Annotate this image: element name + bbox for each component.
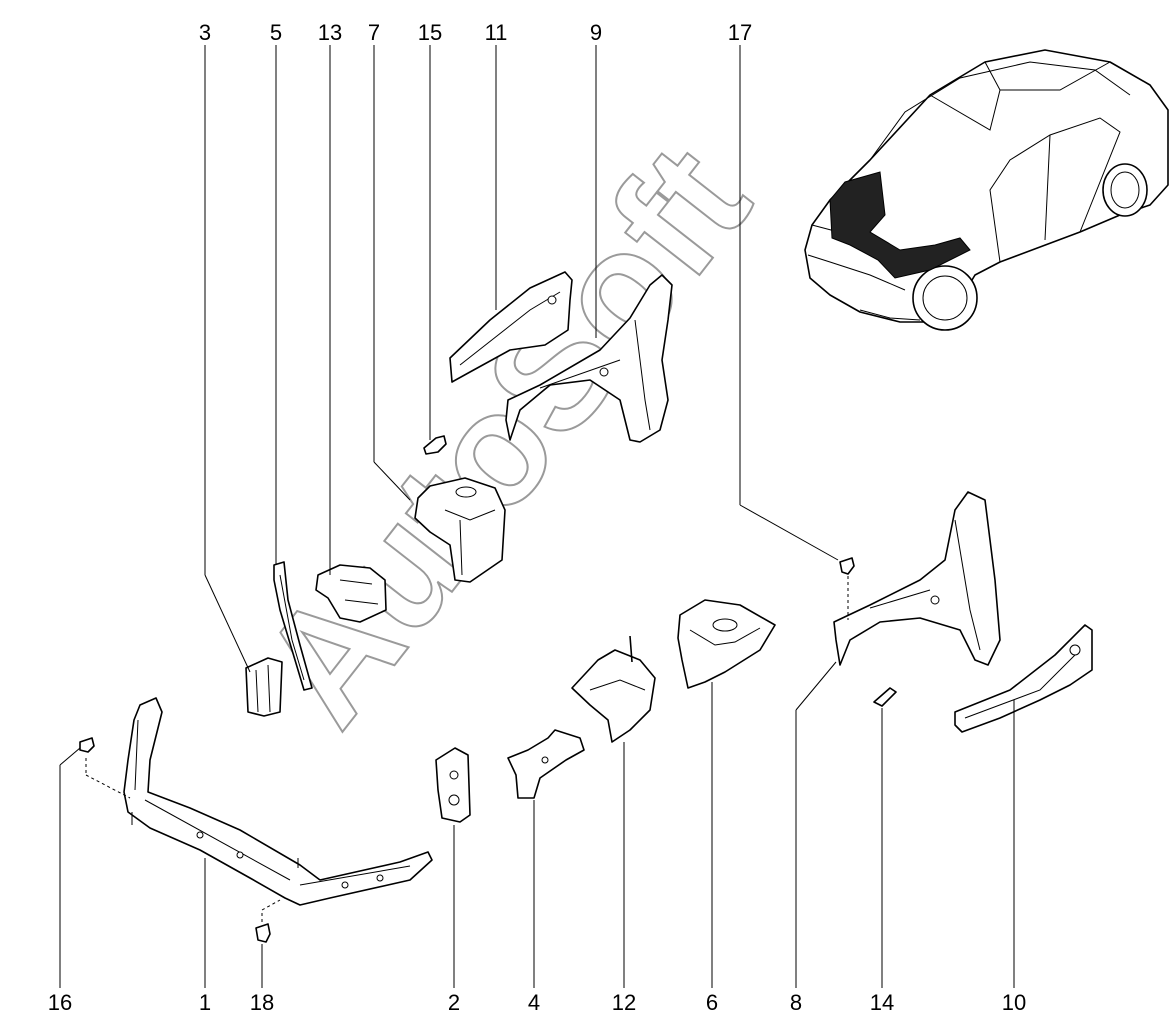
- callout-12: 12: [612, 990, 636, 1015]
- part-8-right-apron: [833, 491, 1001, 666]
- callout-8: 8: [790, 990, 802, 1015]
- callout-2: 2: [448, 990, 460, 1015]
- part-10-right-rail: [954, 624, 1093, 733]
- callout-5: 5: [270, 20, 282, 45]
- callout-16: 16: [48, 990, 72, 1015]
- callout-6: 6: [706, 990, 718, 1015]
- part-5-strut: [273, 561, 313, 691]
- callout-10: 10: [1002, 990, 1026, 1015]
- callout-13: 13: [318, 20, 342, 45]
- bolt-17: [839, 557, 855, 575]
- part-14-clip: [873, 687, 897, 707]
- part-12-battery-tray: [571, 635, 656, 743]
- part-1-front-crossmember: [123, 697, 433, 906]
- part-6-strut-tower: [677, 599, 776, 689]
- callout-14: 14: [870, 990, 894, 1015]
- callout-9: 9: [590, 20, 602, 45]
- part-4-bracket: [507, 729, 585, 799]
- part-2-bracket: [435, 747, 471, 823]
- part-15-clip: [423, 435, 447, 455]
- callout-7: 7: [368, 20, 380, 45]
- callout-15: 15: [418, 20, 442, 45]
- car-overview: [804, 49, 1169, 331]
- part-7-strut-tower: [414, 477, 506, 583]
- part-13-bracket: [315, 564, 387, 623]
- bolt-18: [255, 923, 271, 943]
- callout-11: 11: [485, 20, 508, 45]
- callout-4: 4: [528, 990, 540, 1015]
- part-9-left-apron: [505, 274, 673, 443]
- callout-3: 3: [199, 20, 211, 45]
- callouts: 3 5 13 7 15 11 9 17 16 1 18 2 4 12 6 8 1…: [48, 20, 1026, 1015]
- callout-1: 1: [199, 990, 211, 1015]
- part-11-left-rail: [449, 271, 573, 383]
- callout-18: 18: [250, 990, 274, 1015]
- part-3-bracket: [245, 657, 283, 717]
- leader-lines: [59, 45, 1015, 988]
- callout-17: 17: [728, 20, 752, 45]
- bolt-16: [79, 737, 95, 753]
